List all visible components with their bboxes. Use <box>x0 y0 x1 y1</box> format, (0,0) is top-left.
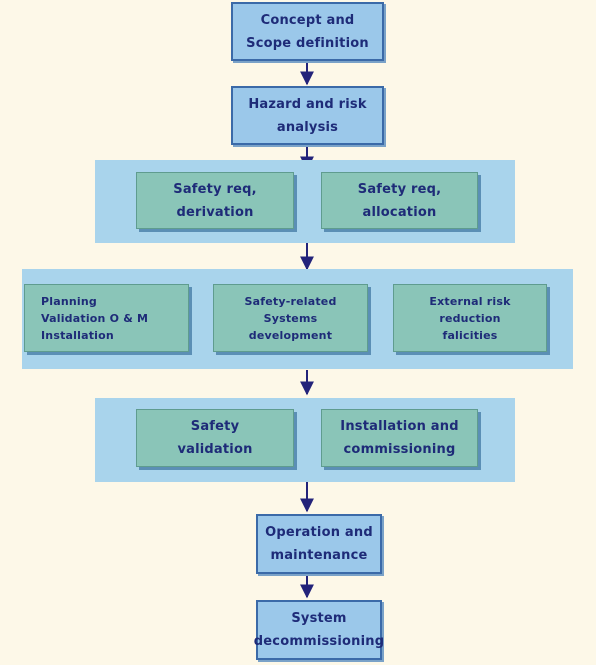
safety-req-allocation-box: Safety req, allocation <box>321 172 478 229</box>
safety-validation-box: Safety validation <box>136 409 294 467</box>
safety-req-derivation-box: Safety req, derivation <box>136 172 294 229</box>
safety-related-systems-box: Safety-related Systems development <box>213 284 368 352</box>
stage-operation-maintenance: Operation and maintenance <box>256 514 382 574</box>
external-risk-reduction-box: External risk reduction falicities <box>393 284 547 352</box>
stage-system-decommissioning: System decommissioning <box>254 600 384 660</box>
stage-concept-scope: Concept and Scope definition <box>231 2 384 61</box>
stage-hazard-risk-analysis: Hazard and risk analysis <box>231 86 384 145</box>
planning-validation-box: Planning Validation O & M Installation <box>24 284 189 352</box>
installation-commissioning-box: Installation and commissioning <box>321 409 478 467</box>
